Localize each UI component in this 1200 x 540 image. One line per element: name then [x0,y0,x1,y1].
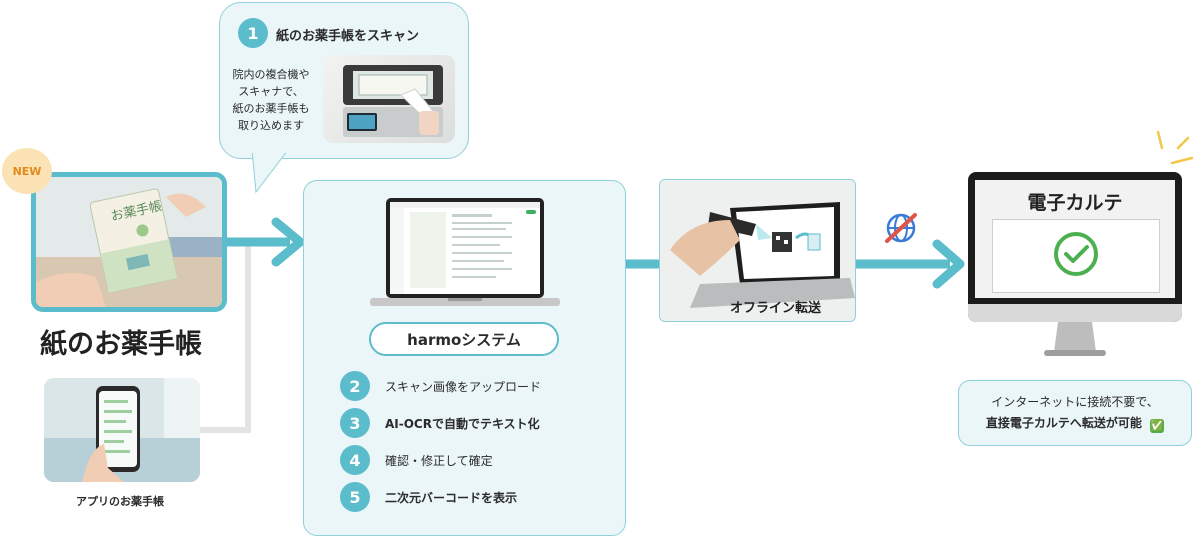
paper-booklet-title: 紙のお薬手帳 [40,329,202,360]
check-circle-icon [1054,232,1098,276]
offline-transfer-photo [659,179,856,322]
multifunction-printer-image [343,65,443,137]
step-3-row: 3 AI-OCRで自動でテキスト化 [340,408,540,438]
step-4-label: 確認・修正して確定 [385,453,493,468]
app-booklet-label: アプリのお薬手帳 [76,495,164,508]
step-5-row: 5 二次元バーコードを表示 [340,482,517,512]
bubble-tail [250,150,292,194]
laptop-image [370,198,560,306]
ehr-note-line-2: 直接電子カルテへ転送が可能 ✅ [985,414,1165,433]
monitor-chin [968,304,1182,322]
ehr-note-box: インターネットに接続不要で、 直接電子カルテへ転送が可能 ✅ [958,380,1192,446]
step-2-label: スキャン画像をアップロード [385,379,542,394]
scanner-photo [323,55,455,143]
step-4-badge: 4 [340,445,370,475]
monitor-stand [1044,322,1106,356]
step-3-label: AI-OCRで自動でテキスト化 [385,416,540,431]
desc-line-3: 紙のお薬手帳も [232,102,310,115]
app-booklet-photo [44,378,200,482]
ehr-title: 電子カルテ [1027,192,1123,214]
checkmark-icon: ✅ [1150,419,1165,433]
step-1-title: 紙のお薬手帳をスキャン [276,29,420,44]
paper-booklet-photo: お薬手帳 [31,172,227,312]
desc-line-1: 院内の複合機や [232,68,310,81]
no-internet-icon [885,213,917,243]
sparkle-icon [1156,130,1194,165]
smartphone-app-image [44,378,200,482]
desc-line-2: スキャナで、 [238,85,304,98]
ehr-card [992,219,1160,293]
step-2-row: 2 スキャン画像をアップロード [340,371,541,401]
step-2-badge: 2 [340,371,370,401]
harmo-system-label: harmoシステム [369,322,559,356]
step-5-label: 二次元バーコードを表示 [385,490,518,505]
desc-line-4: 取り込めます [238,119,304,132]
step-1-badge: 1 [238,18,268,48]
barcode-scanner-image [660,180,855,321]
arrow-to-karte-head [932,239,965,289]
step-1-description: 院内の複合機や スキャナで、 紙のお薬手帳も 取り込めます [226,66,316,134]
new-badge: NEW [2,148,52,194]
ehr-note-line-1: インターネットに接続不要で、 [991,395,1159,409]
ehr-note-line-2-text: 直接電子カルテへ転送が可能 [985,416,1142,430]
offline-transfer-label: オフライン転送 [730,301,822,316]
step-3-badge: 3 [340,408,370,438]
step-5-badge: 5 [340,482,370,512]
arrow-to-harmo-head [271,217,305,267]
app-connector-line [200,242,251,433]
booklet-handover-image: お薬手帳 [36,177,222,307]
step-4-row: 4 確認・修正して確定 [340,445,493,475]
